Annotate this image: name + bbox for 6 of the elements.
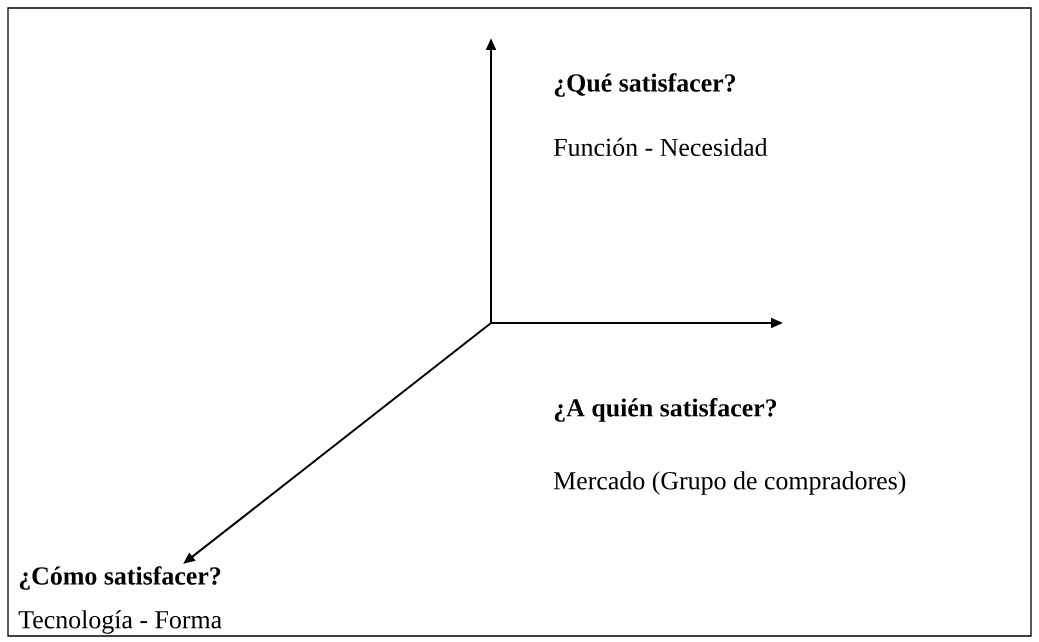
label-text: Función - Necesidad xyxy=(553,137,768,157)
heading: ¿Cómo satisfacer? xyxy=(19,566,221,590)
heading: ¿Qué satisfacer? xyxy=(554,73,736,97)
label-text: Mercado (Grupo de compradores) xyxy=(553,471,906,495)
heading: ¿A quién satisfacer? xyxy=(554,398,777,422)
label-text: Tecnología - Forma xyxy=(18,610,222,634)
